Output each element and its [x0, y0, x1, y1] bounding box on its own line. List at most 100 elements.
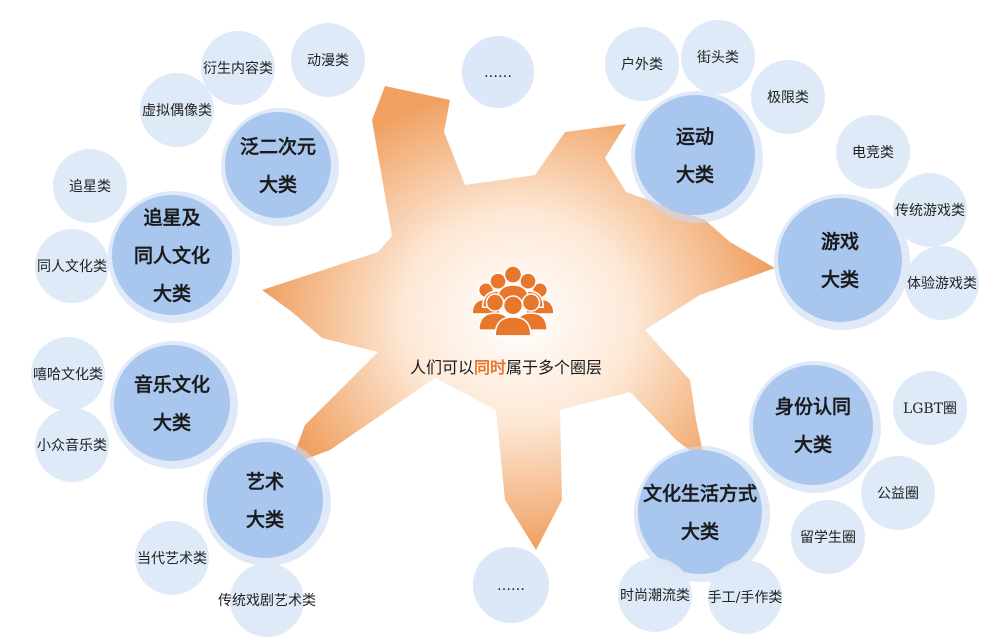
- ellipsis-bubble: [462, 36, 534, 108]
- major-bubble: [753, 365, 873, 485]
- major-category-label: 大类: [676, 163, 714, 186]
- sub-category-label: 同人文化类: [37, 259, 107, 275]
- sub-category-label: 街头类: [697, 50, 739, 66]
- sub-category-label: 电竞类: [852, 144, 894, 161]
- major-category-label: 同人文化: [134, 244, 210, 267]
- major-category-label: 大类: [259, 173, 297, 196]
- sub-category-lifestyle-1: 手工/手作类: [708, 560, 783, 634]
- sub-category-acg-2: 虚拟偶像类: [140, 73, 214, 147]
- major-bubble: [778, 198, 902, 322]
- major-category-label: 运动: [676, 126, 714, 148]
- sub-category-art-1: 传统戏剧艺术类: [218, 563, 316, 637]
- sub-category-label: 户外类: [621, 56, 663, 73]
- sub-bubble: [605, 27, 679, 101]
- people-group-icon: [471, 265, 555, 337]
- ellipsis-nodes: …… ……: [462, 36, 549, 623]
- sub-category-acg-1: 动漫类: [291, 23, 365, 97]
- sub-bubble: [893, 371, 967, 445]
- major-category-label: 文化生活方式: [643, 482, 757, 505]
- sub-category-lifestyle-0: 时尚潮流类: [618, 558, 692, 632]
- sub-bubble: [135, 521, 209, 595]
- sub-category-label: 传统游戏类: [895, 203, 965, 219]
- major-category-label: 追星及: [143, 206, 201, 229]
- sub-category-idol-1: 同人文化类: [35, 229, 109, 303]
- major-category-label: 身份认同: [775, 395, 851, 418]
- major-category-label: 泛二次元: [240, 135, 316, 158]
- sub-category-sports-0: 户外类: [605, 27, 679, 101]
- sub-category-games-0: 电竞类: [836, 115, 910, 189]
- sub-bubble: [35, 408, 109, 482]
- major-bubble: [114, 345, 230, 461]
- ellipsis-bubble: [473, 547, 549, 623]
- sub-category-label: 传统戏剧艺术类: [218, 593, 316, 609]
- center-caption-before: 人们可以: [410, 358, 474, 377]
- sub-bubble: [836, 115, 910, 189]
- sub-category-label: 小众音乐类: [37, 437, 107, 454]
- major-category-label: 游戏: [821, 230, 859, 253]
- major-bubble: [112, 195, 232, 315]
- sub-category-acg-0: 衍生内容类: [201, 31, 275, 105]
- ellipsis-label: ……: [497, 578, 525, 594]
- sub-bubble: [31, 337, 105, 411]
- major-bubble: [207, 442, 323, 558]
- ellipsis-node-0: ……: [462, 36, 534, 108]
- sub-category-label: 虚拟偶像类: [142, 103, 212, 119]
- person-silhouette: [496, 265, 530, 303]
- sub-categories: 衍生内容类 动漫类虚拟偶像类追星类同人文化类嘻哈文化类小众音乐类当代艺术类传统戏剧…: [31, 20, 979, 637]
- sub-category-identity-2: 留学生圈: [791, 500, 865, 574]
- major-category-label: 艺术: [246, 471, 284, 493]
- sub-category-label: 嘻哈文化类: [33, 367, 103, 383]
- center-caption-after: 属于多个圈层: [506, 358, 602, 377]
- sub-category-identity-0: LGBT圈: [893, 371, 967, 445]
- sub-category-label: 追星类: [69, 179, 111, 195]
- sub-bubble: [893, 173, 967, 247]
- sub-category-idol-0: 追星类: [53, 149, 127, 223]
- sub-bubble: [230, 563, 304, 637]
- sub-category-label: 动漫类: [307, 53, 349, 69]
- major-category-label: 大类: [794, 433, 832, 456]
- sub-category-games-2: 体验游戏类: [905, 246, 979, 320]
- ellipsis-node-1: ……: [473, 547, 549, 623]
- sub-category-music-0: 嘻哈文化类: [31, 337, 105, 411]
- sub-category-label: 衍生内容类: [203, 60, 273, 77]
- sub-bubble: [35, 229, 109, 303]
- sub-bubble: [861, 456, 935, 530]
- sub-bubble: [201, 31, 275, 105]
- person-silhouette: [494, 295, 532, 337]
- sub-bubble: [53, 149, 127, 223]
- sub-bubble: [708, 560, 782, 634]
- major-bubble: [225, 112, 331, 218]
- sub-bubble: [791, 500, 865, 574]
- sub-category-label: 当代艺术类: [137, 551, 207, 567]
- sub-bubble: [905, 246, 979, 320]
- sub-category-label: 公益圈: [877, 486, 919, 502]
- center-caption: 人们可以同时属于多个圈层: [410, 358, 602, 377]
- sub-category-label: 手工/手作类: [708, 590, 783, 606]
- major-category-label: 大类: [246, 508, 284, 531]
- sub-category-music-1: 小众音乐类: [35, 408, 109, 482]
- sub-bubble: [681, 20, 755, 94]
- sub-bubble: [140, 73, 214, 147]
- sub-category-art-0: 当代艺术类: [135, 521, 209, 595]
- major-bubble: [635, 95, 755, 215]
- sub-category-label: 时尚潮流类: [620, 588, 690, 604]
- major-category-label: 音乐文化: [134, 373, 210, 396]
- sub-category-sports-2: 极限类: [751, 60, 825, 134]
- sub-bubble: [291, 23, 365, 97]
- major-category-label: 大类: [821, 268, 859, 291]
- sub-bubble: [751, 60, 825, 134]
- center-caption-highlight: 同时: [474, 358, 506, 377]
- ellipsis-label: ……: [484, 65, 512, 81]
- sub-category-games-1: 传统游戏类: [893, 173, 967, 247]
- sub-category-sports-1: 街头类: [681, 20, 755, 94]
- sub-category-label: 体验游戏类: [907, 276, 977, 292]
- sub-category-identity-1: 公益圈: [861, 456, 935, 530]
